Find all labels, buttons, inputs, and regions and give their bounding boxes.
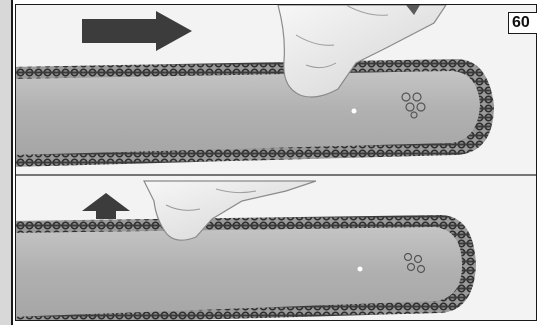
top-guide-bar xyxy=(16,71,480,155)
top-bar-rivet xyxy=(352,109,357,114)
figure-number: 60 xyxy=(508,12,537,34)
previous-figure-edge xyxy=(0,0,13,325)
chain-tension-photo xyxy=(15,4,537,321)
bottom-bar-rivet xyxy=(358,267,363,272)
